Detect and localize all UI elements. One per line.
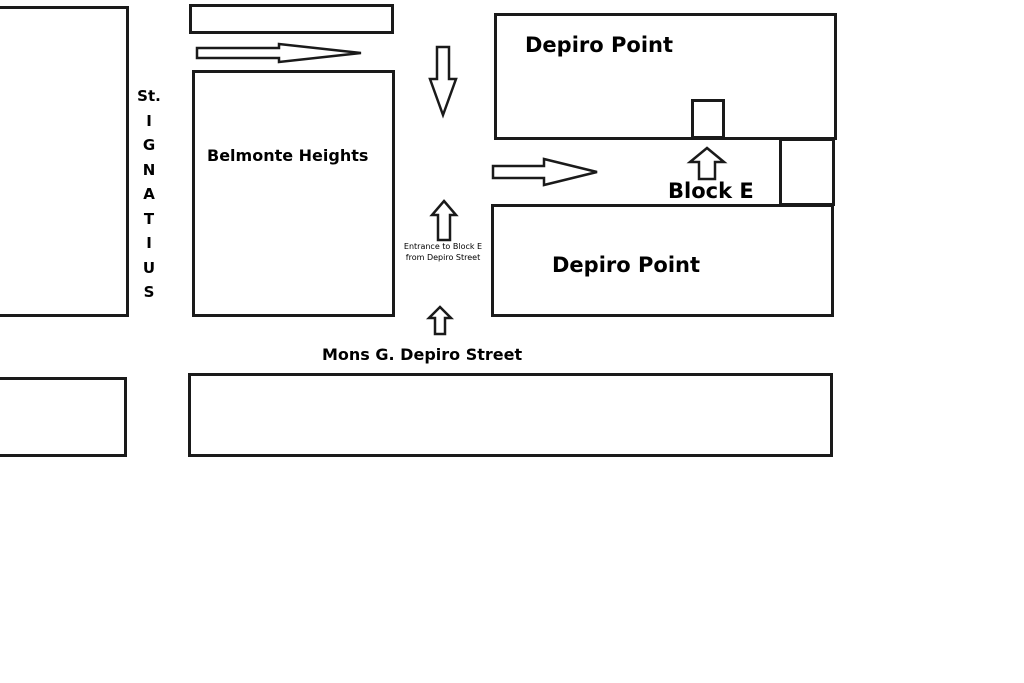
block-e-connector[interactable]: [779, 138, 835, 206]
street-letter: N: [142, 160, 156, 179]
street-letter: St.: [137, 87, 161, 105]
depiro-point-north-building[interactable]: [494, 13, 837, 140]
small-top-block: [189, 4, 394, 34]
left-block-top: [0, 6, 129, 317]
street-letter: I: [146, 111, 152, 130]
belmonte-heights-building[interactable]: [192, 70, 395, 317]
right-arrow-icon: [195, 42, 362, 64]
block-e-door[interactable]: [691, 99, 725, 139]
up-arrow-icon: [686, 146, 728, 181]
street-letter: A: [143, 185, 155, 203]
up-arrow-icon: [429, 199, 459, 242]
depiro-point-north-label: Depiro Point: [525, 33, 674, 57]
entrance-note-line1: Entrance to Block E: [403, 242, 483, 251]
entrance-note-line2: from Depiro Street: [405, 253, 481, 262]
depiro-point-south-label: Depiro Point: [552, 253, 701, 277]
down-arrow-icon: [428, 45, 458, 119]
street-letter: G: [142, 136, 156, 154]
belmonte-heights-label: Belmonte Heights: [207, 146, 369, 165]
street-letter: U: [142, 258, 156, 277]
left-block-bottom: [0, 377, 127, 457]
mons-depiro-street-label: Mons G. Depiro Street: [322, 345, 523, 364]
entrance-note: Entrance to Block E from Depiro Street: [396, 241, 490, 263]
depiro-point-south-building[interactable]: [491, 204, 834, 317]
st-ignatius-street-label: St. I G N A T I U S: [136, 84, 162, 305]
block-e-label: Block E: [668, 179, 754, 203]
up-arrow-icon: [425, 305, 455, 336]
street-letter: S: [143, 283, 155, 301]
street-letter: T: [143, 209, 155, 228]
bottom-long-block: [188, 373, 833, 457]
street-letter: I: [146, 234, 152, 252]
right-arrow-icon: [491, 157, 598, 187]
